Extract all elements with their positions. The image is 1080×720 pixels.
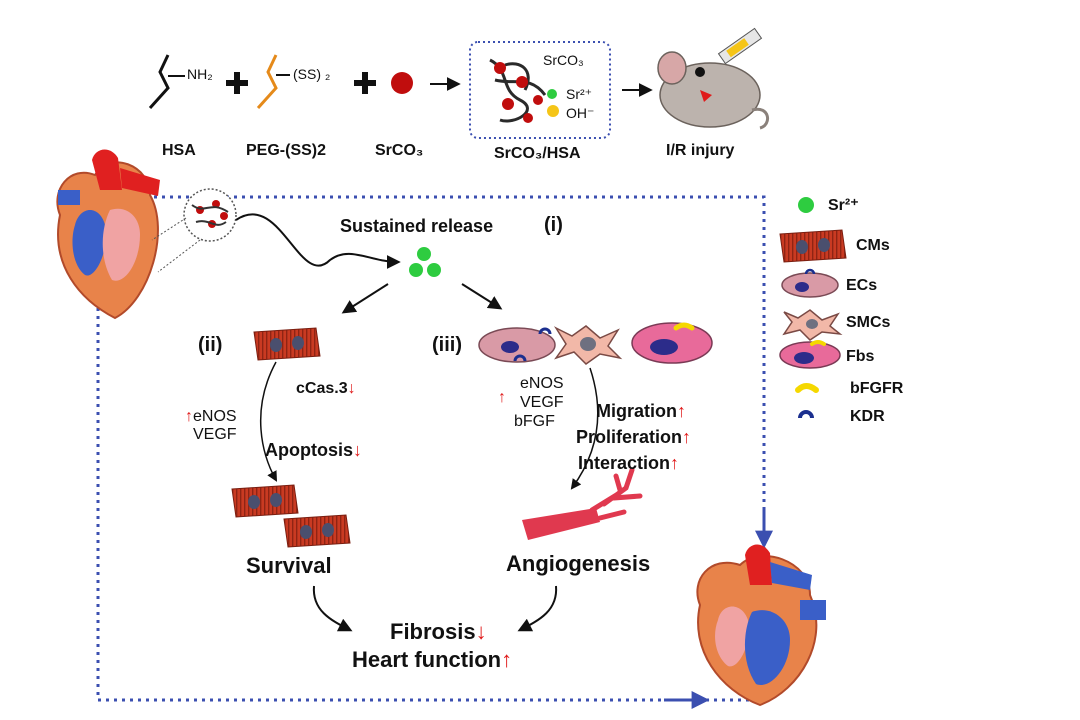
cardiomyocyte-icon [253,327,321,361]
endothelial-cell-icon [781,268,839,298]
hsa-structure-icon [148,54,185,110]
cardiomyocyte-icon [283,514,351,548]
ss-label: (SS) ₂ [293,66,331,82]
hsa-label: HSA [162,142,196,159]
plus-icon [354,72,376,94]
release-title: Sustained release [340,216,494,236]
srco3-label: SrCO₃ [375,142,424,159]
fibroblast-icon [779,340,841,369]
branch-iii-tag: (iii) [432,334,462,356]
up-arrow-icon: ↑ [670,453,680,473]
up-arrow-icon: ↑ [677,401,686,421]
branch-ii-marker: cCas.3↓ [296,380,356,397]
legend-label-cms: CMs [856,237,890,254]
sr-ion-cluster-icon [409,247,441,277]
legend-label-fbs: Fbs [846,348,875,365]
box-oh-label: OH⁻ [566,105,595,121]
release-step: (i) [544,214,563,236]
branch-ii-factors: ↑eNOS VEGF [185,408,237,443]
fibrosis-label: Fibrosis↓ [390,619,487,644]
angiogenesis-label: Angiogenesis [506,551,651,576]
down-arrow-icon: ↓ [353,440,362,460]
up-arrow-icon: ↑ [498,389,506,406]
blood-vessel-icon [522,467,643,540]
legend-label-kdr: KDR [850,408,885,425]
box-srco3-label: SrCO₃ [543,52,584,68]
legend-label-sr: Sr²⁺ [828,197,859,214]
branch-ii-tag: (ii) [198,334,223,356]
kdr-receptor-icon [798,410,814,419]
srco3-particle-icon [391,72,413,94]
srco3-hsa-box [469,41,611,139]
cardiomyocyte-icon [779,229,847,263]
effect-migration: Migration↑ [596,401,686,421]
legend-label-bfgfr: bFGFR [850,380,904,397]
smooth-muscle-cell-icon [553,325,623,365]
legend-label-ecs: ECs [846,277,878,294]
plus-icon [226,72,248,94]
down-arrow-icon: ↓ [475,619,487,644]
branch-iii-factors: ↑ eNOS VEGF bFGF [498,375,564,430]
heart-function-label: Heart function↑ [352,647,513,672]
legend-label-smcs: SMCs [846,314,891,331]
mouse-injection-icon [657,27,769,130]
nh2-label: NH₂ [187,66,213,82]
cardiomyocyte-icon [231,484,299,518]
fibroblast-icon [631,322,713,364]
survival-label: Survival [246,553,332,578]
sr-ion-icon [798,197,814,213]
up-arrow-icon: ↑ [501,647,513,672]
box-sr-label: Sr²⁺ [566,86,593,102]
peg-label: PEG-(SS)2 [246,142,327,159]
effect-interaction: Interaction↑ [578,453,680,473]
branch-ii-process: Apoptosis↓ [265,440,362,460]
endothelial-cell-icon [478,327,556,363]
injury-label: I/R injury [666,142,735,159]
up-arrow-icon: ↑ [185,408,193,425]
up-arrow-icon: ↑ [682,427,692,447]
down-arrow-icon: ↓ [347,380,356,397]
effect-proliferation: Proliferation↑ [576,427,692,447]
complex-label: SrCO₃/HSA [494,145,581,162]
peg-structure-icon [256,54,290,110]
heart-icon [56,149,237,320]
smooth-muscle-cell-icon [782,309,843,341]
bfgfr-receptor-icon [795,383,819,393]
heart-icon [696,544,826,707]
